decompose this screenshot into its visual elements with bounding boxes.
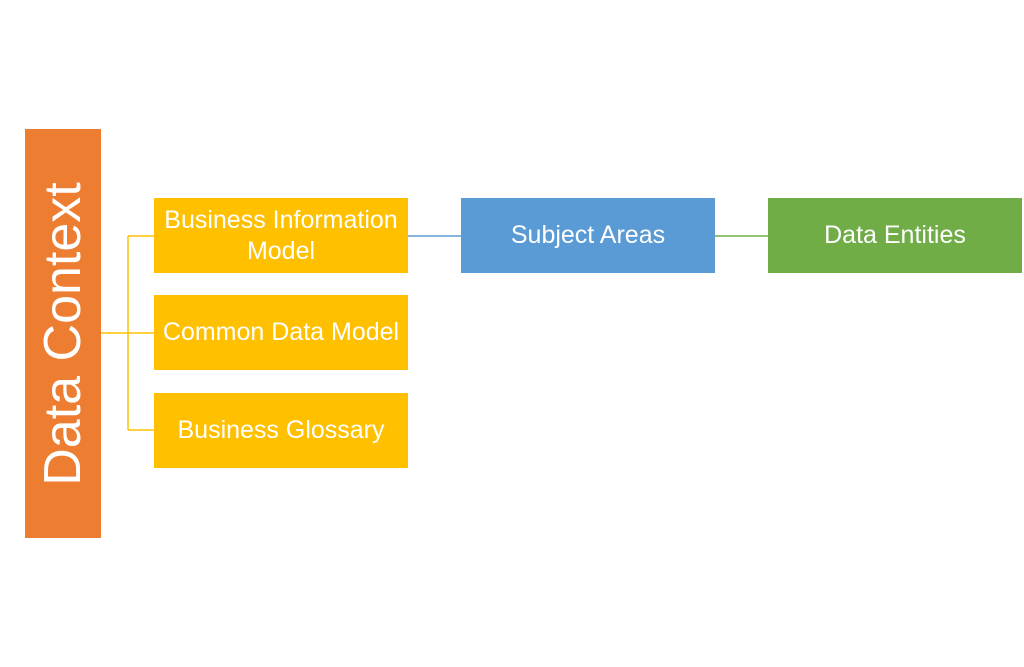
business-information-model-box: Business Information Model xyxy=(154,198,408,273)
data-entities-box: Data Entities xyxy=(768,198,1022,273)
subject-areas-box: Subject Areas xyxy=(461,198,715,273)
data-context-label: Data Context xyxy=(34,181,92,486)
subject-areas-label: Subject Areas xyxy=(510,221,666,250)
business-glossary-label: Business Glossary xyxy=(177,416,385,445)
common-data-model-box: Common Data Model xyxy=(154,295,408,370)
business-information-model-label: Business Information Model xyxy=(164,206,398,265)
business-glossary-box: Business Glossary xyxy=(154,393,408,468)
data-context-box: Data Context xyxy=(25,129,101,538)
data-entities-label: Data Entities xyxy=(824,221,966,250)
common-data-model-label: Common Data Model xyxy=(162,318,400,347)
